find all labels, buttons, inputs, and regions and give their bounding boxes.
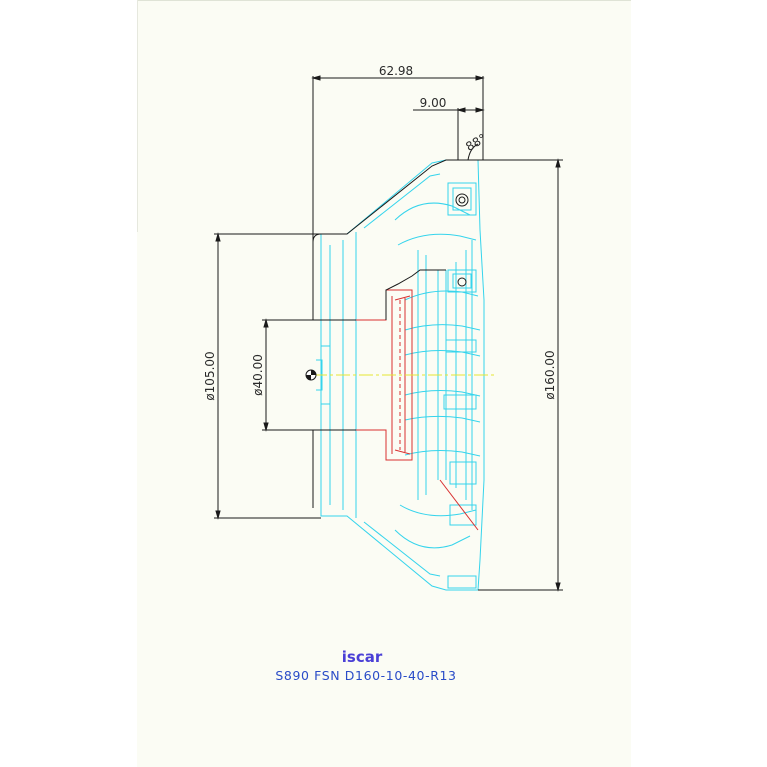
insert-pockets — [443, 182, 477, 589]
paper-main — [137, 232, 631, 767]
dim-diameter-105: ø105.00 — [203, 351, 217, 400]
dim-diameter-40: ø40.00 — [251, 354, 265, 396]
insert-screws — [455, 193, 469, 287]
brand-logo-text: iscar — [342, 648, 383, 666]
center-marker-icon — [305, 369, 317, 381]
dim-diameter-160: ø160.00 — [543, 350, 557, 399]
dim-overall-length: 62.98 — [379, 64, 413, 78]
dimension-lines — [214, 75, 563, 592]
part-number: S890 FSN D160-10-40-R13 — [275, 668, 456, 683]
paper-top — [137, 0, 631, 232]
brand-logo: iscar — [342, 648, 383, 666]
dim-insert-offset: 9.00 — [420, 96, 447, 110]
